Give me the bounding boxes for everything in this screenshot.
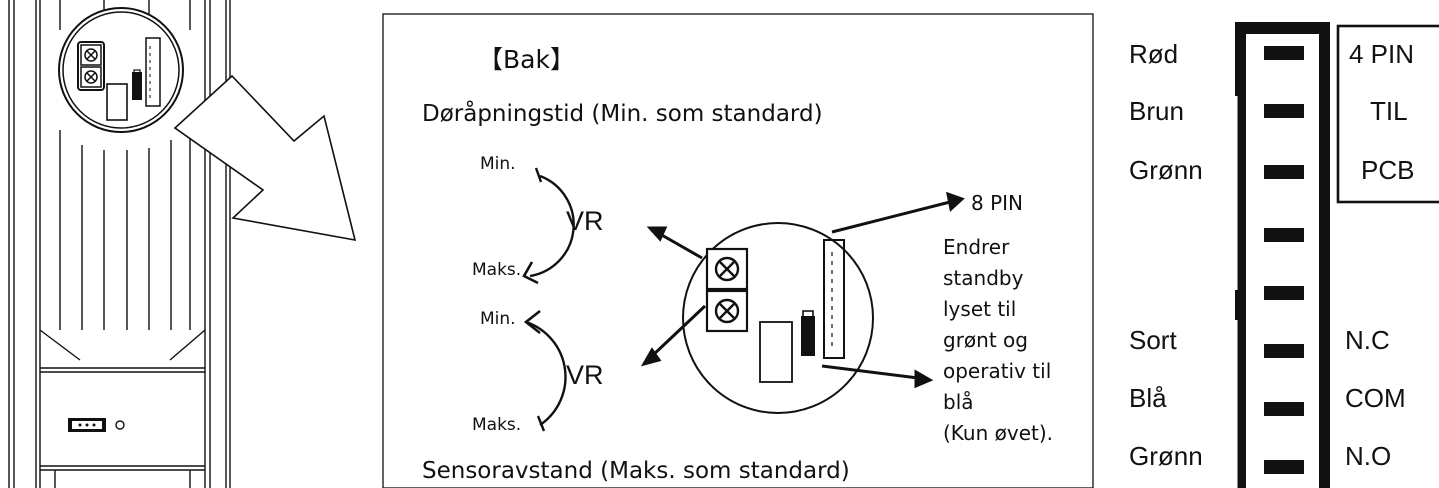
dial-arc-1-arrowhead	[522, 261, 539, 285]
dip-note-line: standby	[943, 266, 1024, 290]
wire-label-blue: Blå	[1129, 383, 1167, 413]
detail-panel-frame	[382, 13, 1094, 488]
pcb-box-line-1: 4 PIN	[1349, 39, 1415, 69]
wire-label-green-bottom: Grønn	[1129, 441, 1203, 471]
dip-pin-label: 8 PIN	[971, 191, 1024, 215]
wire-label-brown: Brun	[1129, 96, 1184, 126]
dip-note-line: blå	[943, 390, 974, 414]
dial-arc-2-cap	[536, 415, 546, 432]
relay-label-com: COM	[1345, 383, 1406, 413]
wire-label-green-top: Grønn	[1129, 155, 1203, 185]
relay-label-nc: N.C	[1345, 325, 1390, 355]
dip-note-line: grønt og	[943, 328, 1028, 352]
dial-1-max-label: Maks.	[472, 260, 522, 280]
dip-note-line: Endrer	[943, 235, 1010, 259]
dip-note-line: (Kun øvet).	[943, 421, 1054, 445]
zoom-arrow	[173, 74, 357, 242]
dial-arc-1-cap	[534, 167, 543, 183]
panel-title: 【Bak】	[478, 45, 575, 74]
dip-note-line: operativ til	[943, 359, 1052, 383]
device-housing	[8, 0, 231, 488]
connector-body	[1234, 22, 1330, 488]
sensor-distance-label: Sensoravstand (Maks. som standard)	[422, 458, 850, 484]
pcb-box-line-2: TIL	[1370, 96, 1408, 126]
dial-arc-1	[529, 174, 575, 278]
leader-arrows	[640, 191, 965, 389]
device-connector-icon	[68, 418, 106, 432]
wire-label-black: Sort	[1129, 325, 1177, 355]
pcb-box-frame	[1336, 24, 1439, 204]
dip-note-line: lyset til	[943, 297, 1017, 321]
device-inset-circle	[58, 7, 184, 133]
dial-2-min-label: Min.	[480, 309, 516, 329]
relay-label-no: N.O	[1345, 441, 1392, 471]
dial-2-max-label: Maks.	[472, 415, 522, 435]
dip-note: Endrer standby lyset til grønt og operat…	[943, 232, 1053, 449]
dial-arc-2-arrowhead	[523, 309, 541, 335]
wire-label-red: Rød	[1129, 39, 1179, 69]
dial-1-min-label: Min.	[480, 154, 516, 174]
dial-2-name: VR	[566, 360, 604, 390]
pcb-circle	[682, 222, 874, 414]
dial-1-name: VR	[566, 206, 604, 236]
pcb-box-line-3: PCB	[1361, 155, 1415, 185]
dial-arc-2	[525, 320, 567, 426]
door-open-time-label: Døråpningstid (Min. som standard)	[422, 101, 823, 127]
